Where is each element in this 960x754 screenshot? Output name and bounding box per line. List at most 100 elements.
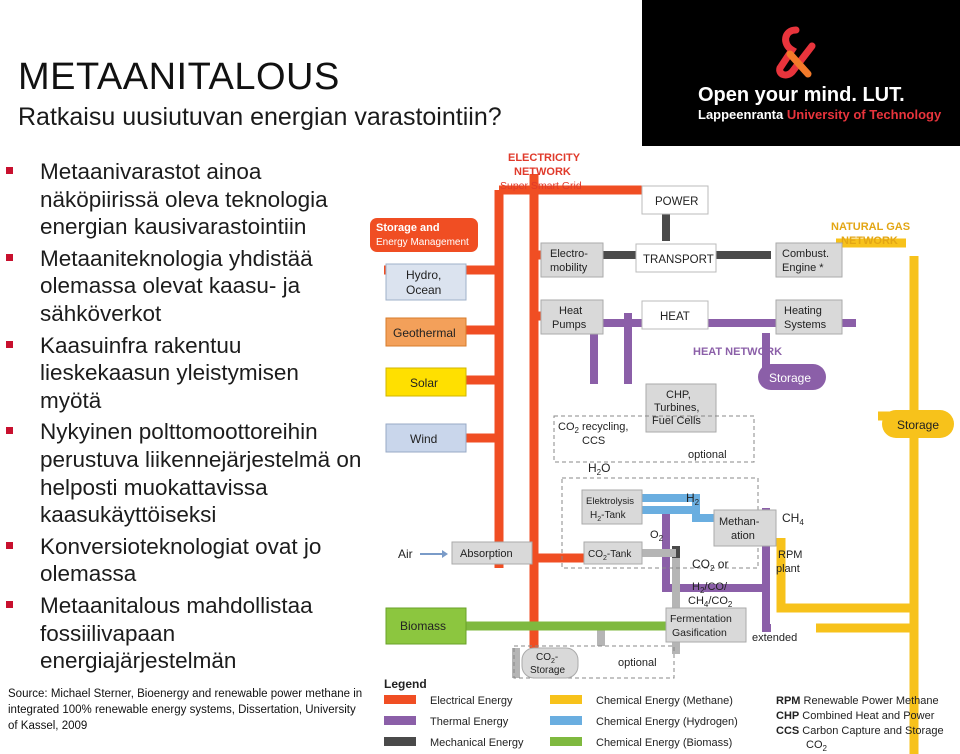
bullet-square-icon: [6, 340, 13, 348]
legend-label: Chemical Energy (Methane): [596, 695, 733, 707]
legend-title: Legend: [384, 677, 427, 691]
chp-label: CHP,: [666, 389, 691, 401]
page-subtitle: Ratkaisu uusiutuvan energian varastointi…: [18, 103, 502, 131]
page-title: METAANITALOUS: [18, 56, 340, 98]
abbrev-chp: CHP Combined Heat and Power: [776, 710, 935, 722]
storage-management-box: [370, 218, 478, 252]
o2-label: O2: [650, 529, 664, 543]
power-box: [641, 185, 709, 215]
hydro-ocean-box: [385, 263, 467, 301]
bullet-text: Kaasuinfra rakentuu lieskekaasun yleisty…: [40, 332, 299, 413]
legend-swatch: [384, 716, 416, 725]
bullet-square-icon: [6, 167, 13, 174]
heat-storage-label: Storage: [769, 371, 811, 385]
optional-label: optional: [688, 449, 727, 461]
co2-tank-label: CO2-Tank: [588, 549, 632, 562]
rpm-plant-label: RPM: [778, 549, 802, 561]
heat-pumps-label: Heat: [559, 305, 582, 317]
bullet-item: Konversioteknologiat ovat jo olemassa: [6, 533, 366, 588]
heat-pumps-label: Pumps: [552, 319, 587, 331]
elektrolysis-label: Elektrolysis: [586, 496, 634, 507]
heat-network-label: HEAT NETWORK: [693, 346, 782, 358]
bullet-item: Nykyinen polttomoottoreihin perustuva li…: [6, 418, 366, 528]
co2-storage-zone: [513, 645, 675, 679]
abbrev-rpm: RPM Renewable Power Methane: [776, 695, 939, 707]
heating-systems-label: Systems: [784, 319, 827, 331]
electricity-network-label: ELECTRICITY: [508, 152, 581, 164]
legend-label: Mechanical Energy: [430, 737, 524, 749]
bullet-text: Metaaniteknologia yhdistää olemassa olev…: [40, 245, 313, 326]
logo-university: Lappeenranta University of Technology: [698, 107, 941, 122]
fermentation-label: Fermentation: [670, 613, 732, 625]
heating-systems-label: Heating: [784, 305, 822, 317]
logo-university-prefix: Lappeenranta: [698, 107, 787, 122]
legend-swatch: [550, 737, 582, 746]
heating-systems-box: [775, 299, 843, 335]
bullet-square-icon: [6, 600, 13, 608]
air-label: Air: [398, 547, 413, 561]
electromobility-label: mobility: [550, 262, 588, 274]
transport-label: TRANSPORT: [643, 254, 714, 266]
heat-label: HEAT: [660, 311, 690, 323]
co2-recycling-label: CO2 recycling,: [558, 421, 628, 435]
biomass-label: Biomass: [400, 619, 446, 633]
bullet-text: Metaanitalous mahdollistaa fossiilivapaa…: [40, 592, 313, 674]
heat-storage-box: [758, 364, 826, 390]
bullet-text: Metaanivarastot ainoa näköpiirissä oleva…: [40, 159, 328, 240]
wind-label: Wind: [410, 432, 437, 446]
power-label: POWER: [655, 196, 698, 208]
bullet-square-icon: [6, 541, 13, 549]
chp-label: Turbines,: [654, 402, 699, 414]
heat-box: [641, 300, 709, 330]
methanation-box: [713, 509, 777, 547]
syngas-label: CH4/CO2: [688, 595, 733, 609]
lut-ampersand-logo-icon: [776, 26, 816, 79]
natural-gas-network-label: NATURAL GAS: [831, 221, 910, 233]
gasification-label: Gasification: [672, 627, 727, 639]
h2o-label: H2O: [588, 461, 610, 477]
bullet-item: Metaaniteknologia yhdistää olemassa olev…: [6, 245, 366, 328]
legend-label: Thermal Energy: [430, 716, 509, 728]
optional-zone: [553, 415, 755, 463]
bullet-text: Konversioteknologiat ovat jo olemassa: [40, 533, 322, 587]
abbreviations: RPM Renewable Power Methane CHP Combined…: [776, 695, 944, 753]
logo-tagline: Open your mind. LUT.: [698, 84, 905, 106]
gas-storage-box: [882, 410, 954, 438]
geothermal-label: Geothermal: [393, 326, 456, 340]
geothermal-box: [385, 317, 467, 347]
super-smart-grid-label: Super Smart Grid: [500, 180, 582, 192]
legend-swatch: [384, 737, 416, 746]
rpm-plant-label: plant: [776, 563, 800, 575]
hydrogen-lines: [640, 494, 716, 522]
optional-label: optional: [618, 657, 657, 669]
solar-label: Solar: [410, 376, 438, 390]
electromobility-label: Electro-: [550, 248, 588, 260]
legend-label: Chemical Energy (Biomass): [596, 737, 732, 749]
ch4-label: CH4: [782, 511, 804, 527]
extended-label: extended: [752, 632, 797, 644]
bullet-text: Nykyinen polttomoottoreihin perustuva li…: [40, 419, 362, 528]
bullet-square-icon: [6, 253, 13, 261]
h2-label: H2: [686, 491, 700, 507]
bullet-item: Metaanitalous mahdollistaa fossiilivapaa…: [6, 592, 366, 675]
bullet-list: Metaanivarastot ainoa näköpiirissä oleva…: [6, 158, 366, 679]
bullet-square-icon: [6, 427, 13, 435]
logo-university-highlight: University of Technology: [786, 107, 942, 122]
ocean-label: Ocean: [406, 283, 441, 297]
methanation-label: Methan-: [719, 516, 760, 528]
chp-label: Fuel Cells: [652, 415, 701, 427]
transport-box: [635, 243, 717, 273]
storage-management-label: Energy Management: [376, 237, 469, 248]
solar-box: [385, 367, 467, 397]
combust-engine-box: [775, 242, 843, 278]
combust-engine-label: Combust.: [782, 248, 829, 260]
biomass-box: [385, 607, 467, 645]
ccs-label: CCS: [582, 435, 605, 447]
legend-swatch: [384, 695, 416, 704]
legend-swatch: [550, 695, 582, 704]
energy-system-diagram: ELECTRICITY NETWORK Super Smart Grid NAT…: [370, 152, 954, 754]
co2-storage-label: Storage: [530, 665, 565, 676]
methanation-label: ation: [731, 530, 755, 542]
electromobility-box: [540, 242, 604, 278]
